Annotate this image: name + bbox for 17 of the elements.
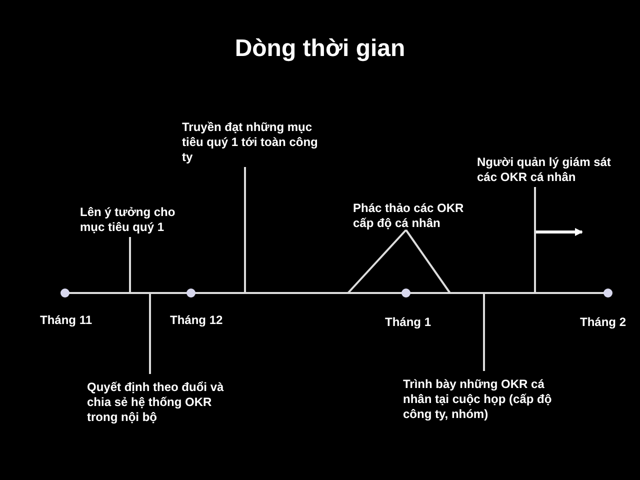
event-label: Quyết định theo đuổi và chia sẻ hệ thống OKR trong nội bộ — [87, 380, 237, 425]
event-label: Truyền đạt những mục tiêu quý 1 tới toàn công ty — [182, 120, 327, 165]
leader-line — [129, 237, 131, 293]
event-label: Phác thảo các OKR cấp độ cá nhân — [353, 201, 483, 231]
month-label: Tháng 11 — [40, 313, 92, 328]
title: Dòng thời gian — [234, 34, 406, 64]
leader-line — [347, 229, 451, 294]
leader-line — [534, 187, 536, 293]
event-label: Người quản lý giám sát các OKR cá nhân — [477, 155, 627, 185]
leader-line — [244, 167, 246, 293]
event-label: Trình bày những OKR cá nhân tại cuộc họp (cấp độ công ty, nhóm) — [403, 377, 563, 422]
month-label: Tháng 12 — [170, 313, 223, 328]
leader-line — [483, 293, 485, 371]
leader-line — [149, 293, 151, 374]
month-label: Tháng 2 — [580, 315, 626, 330]
month-label: Tháng 1 — [385, 315, 432, 330]
event-label: Lên ý tưởng cho mục tiêu quý 1 — [80, 205, 200, 235]
